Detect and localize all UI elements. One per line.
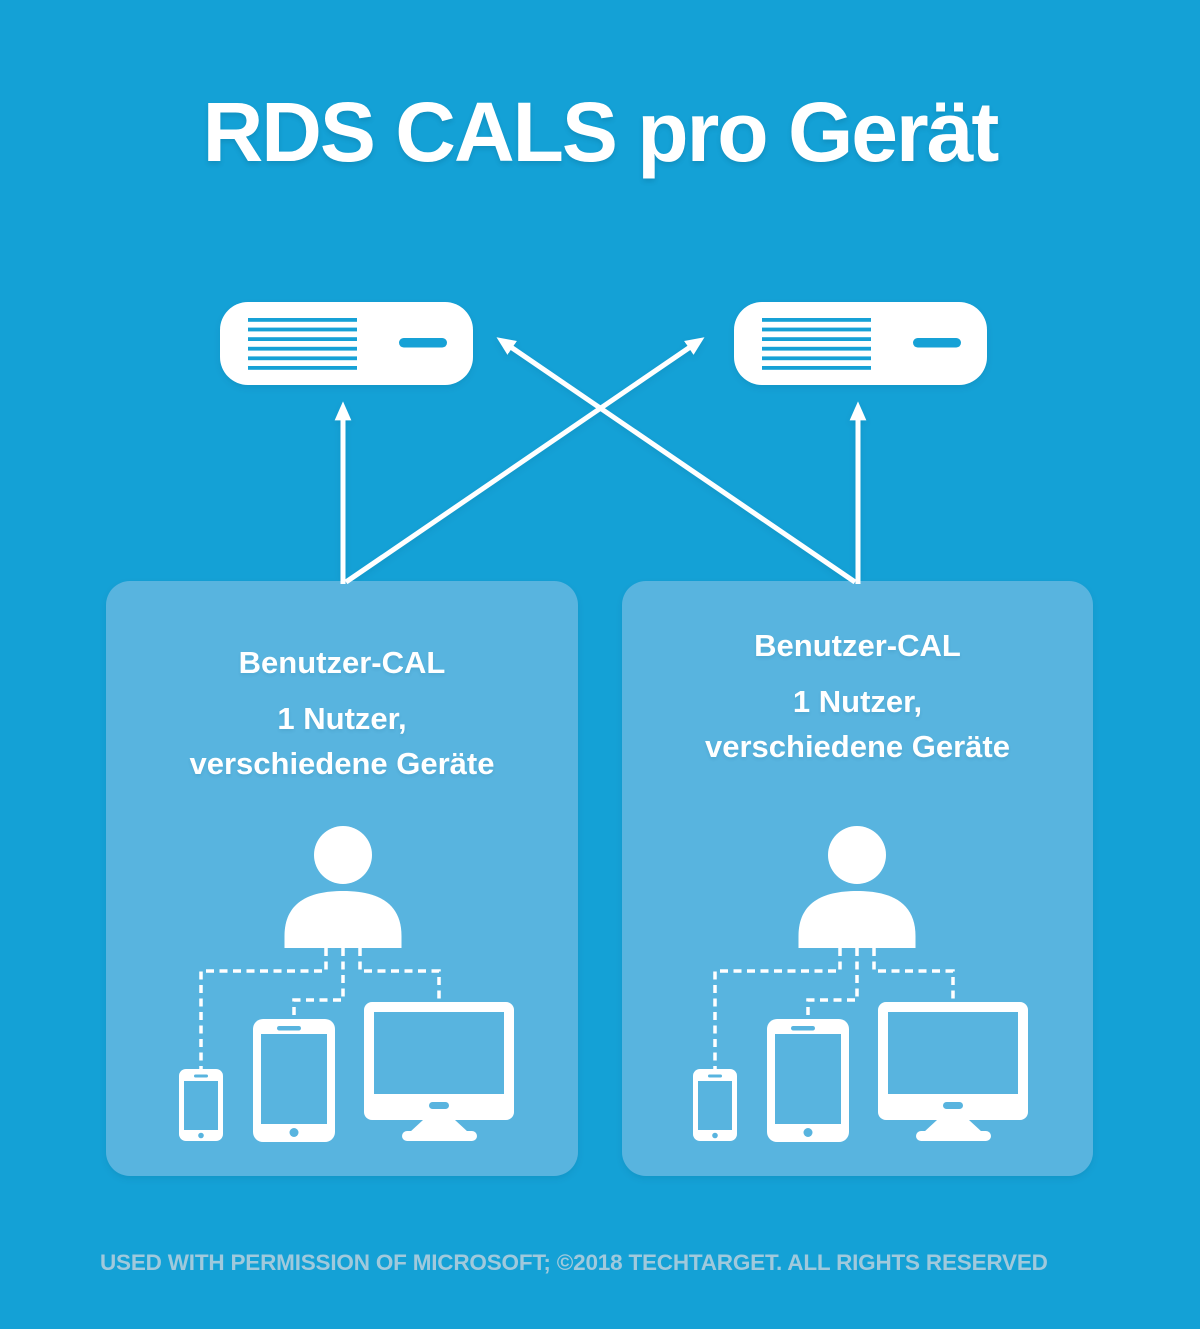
page-title: RDS CALS pro Gerät: [202, 85, 1000, 179]
server-icon-right: [734, 302, 987, 385]
left-panel-line3: verschiedene Geräte: [189, 746, 495, 781]
copyright-footer: USED WITH PERMISSION OF MICROSOFT; ©2018…: [100, 1250, 1048, 1275]
right-panel-heading: Benutzer-CAL: [754, 628, 961, 663]
right-panel-line3: verschiedene Geräte: [704, 729, 1010, 764]
arrows: [334, 337, 867, 585]
arrow-right-panel-to-left-server: [496, 337, 857, 585]
left-panel-heading: Benutzer-CAL: [238, 645, 446, 680]
right-panel-line2: 1 Nutzer,: [792, 684, 923, 719]
left-panel-line2: 1 Nutzer,: [277, 701, 407, 736]
server-icon-left: [220, 302, 473, 385]
arrow-left-panel-to-right-server: [344, 337, 705, 585]
